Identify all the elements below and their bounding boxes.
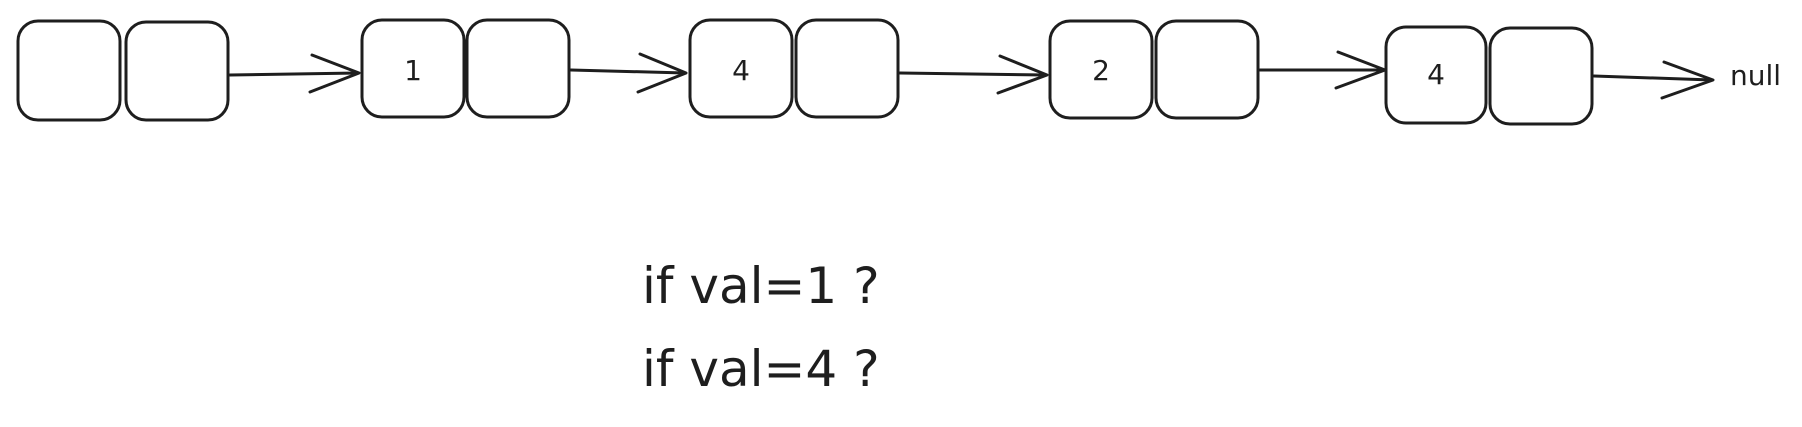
node-next-box: [1154, 19, 1260, 120]
question-line: if val=4 ?: [642, 340, 880, 398]
node-value-box: [688, 18, 794, 119]
node-next-box: [465, 18, 571, 119]
next-arrow: [569, 52, 688, 94]
node-value: 4: [732, 54, 750, 87]
node-value: 1: [404, 54, 422, 87]
next-arrow: [1592, 60, 1715, 100]
list-node: 4: [1384, 25, 1594, 126]
next-arrow: [898, 54, 1049, 95]
node-value: 4: [1427, 58, 1445, 91]
node-next-box: [794, 18, 900, 119]
node-value-box: [360, 18, 466, 119]
node-value-box: [1384, 25, 1488, 125]
list-node: 4: [688, 18, 900, 119]
node-value-box: [1048, 19, 1154, 120]
question-line: if val=1 ?: [642, 257, 880, 315]
null-label: null: [1730, 59, 1781, 92]
next-arrow: [1258, 50, 1387, 90]
next-arrow: [228, 53, 361, 94]
node-next-box: [1488, 26, 1594, 126]
node-value: 2: [1092, 54, 1110, 87]
node-value-box: [16, 19, 122, 122]
node-next-box: [124, 20, 230, 122]
list-node: [16, 19, 230, 122]
list-node: 1: [360, 18, 571, 119]
list-node: 2: [1048, 19, 1260, 120]
